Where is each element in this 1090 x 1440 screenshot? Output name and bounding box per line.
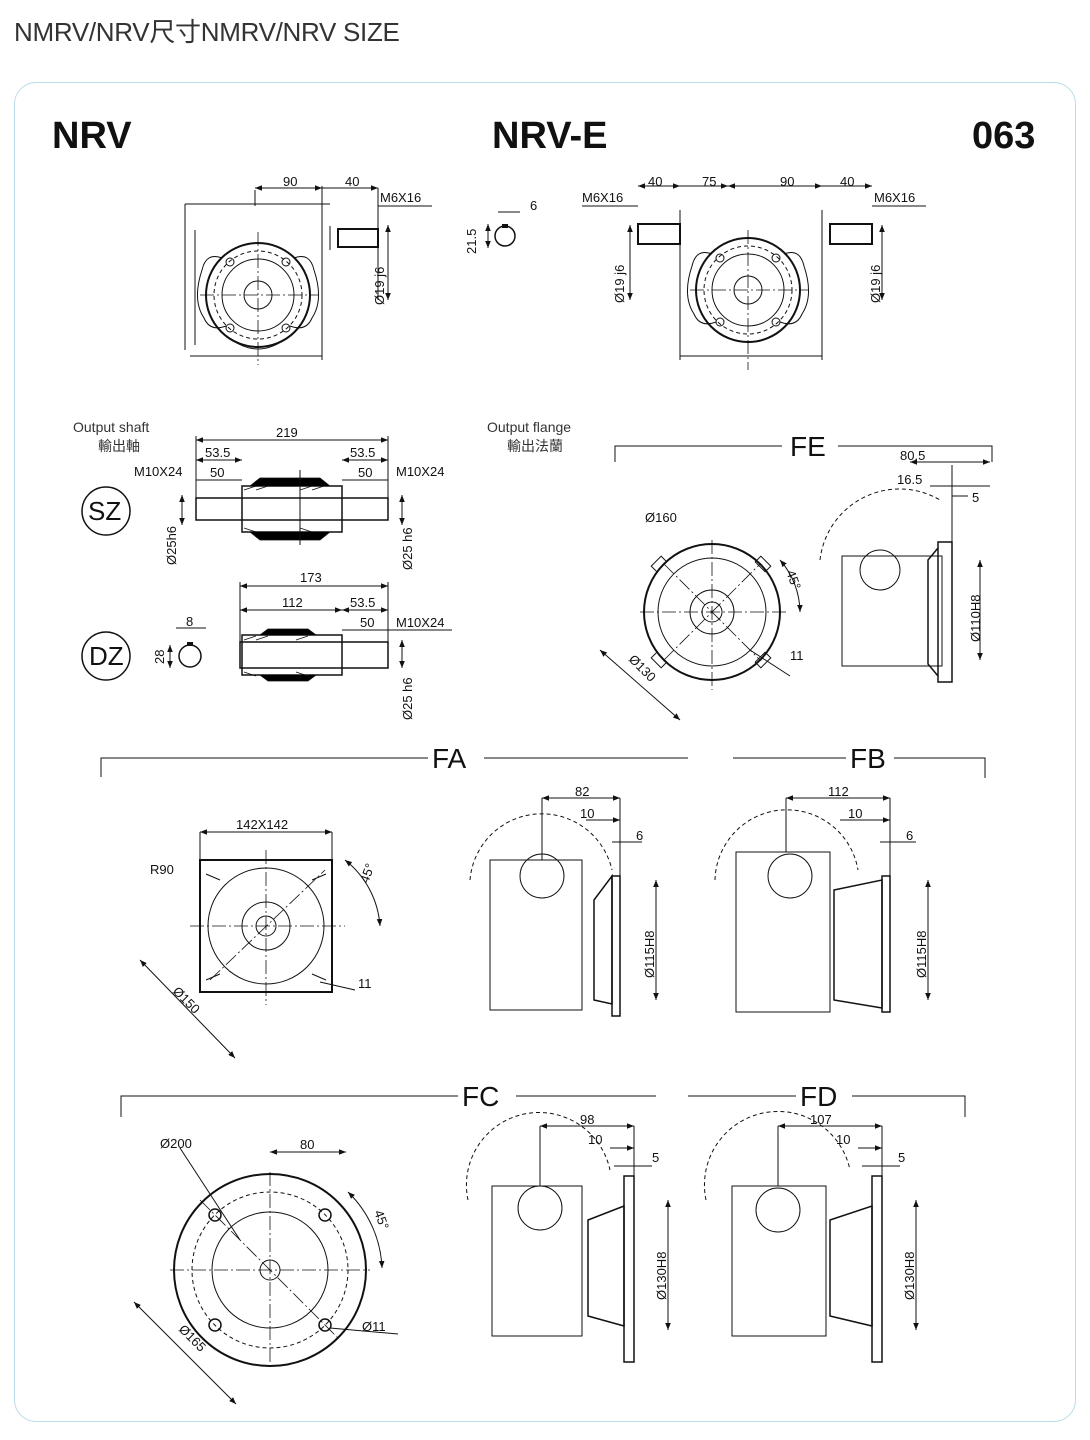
dz-label: DZ [89, 641, 124, 671]
nrve-dim-40-left: 40 [648, 174, 662, 189]
nrv-e-view: 40 75 90 40 M6X16 M6X16 Ø19 j6 Ø19 j6 [582, 174, 926, 370]
sz-thread-left: M10X24 [134, 464, 182, 479]
title-nrv: NRV [52, 115, 132, 157]
nrv-dim-40: 40 [345, 174, 359, 189]
sz-dia-left: Ø25h6 [164, 526, 179, 565]
fa-dim-82: 82 [575, 784, 589, 799]
fc-dim-98: 98 [580, 1112, 594, 1127]
nrv-thread: M6X16 [380, 190, 421, 205]
dz-key-8: 8 [186, 614, 193, 629]
fe-d130: Ø130 [626, 652, 659, 685]
fa-dim-10: 10 [580, 806, 594, 821]
fc-pcd: Ø165 [176, 1322, 209, 1355]
key-detail: 6 21.5 [464, 198, 537, 254]
fa-pilot: Ø115H8 [642, 931, 657, 978]
fa-dim-6: 6 [636, 828, 643, 843]
fc-pilot: Ø130H8 [654, 1252, 669, 1300]
fc-d200: Ø200 [160, 1136, 192, 1151]
dz-dim-112: 112 [282, 595, 303, 610]
fb-label: FB [850, 743, 886, 774]
fb-pilot: Ø115H8 [914, 931, 929, 978]
fe-pilot: Ø110H8 [968, 595, 983, 642]
drawing-card [14, 82, 1076, 1422]
fc-dim-80: 80 [300, 1137, 314, 1152]
fa-label: FA [432, 743, 467, 774]
fb-dim-6: 6 [906, 828, 913, 843]
fd-dim-107: 107 [810, 1112, 832, 1127]
fc-dim-5: 5 [652, 1150, 659, 1165]
fb-dim-112: 112 [828, 784, 849, 799]
nrve-shaft-dia-left: Ø19 j6 [612, 265, 627, 303]
nrve-dim-90: 90 [780, 174, 794, 189]
sz-shaft: SZ 219 53.5 53.5 50 50 M10X24 M10X24 Ø25… [81, 425, 444, 570]
dz-thread: M10X24 [396, 615, 444, 630]
fc-angle: 45° [371, 1208, 392, 1232]
nrve-dim-75: 75 [702, 174, 716, 189]
dz-shaft: DZ 8 28 173 112 53.5 50 M10X24 Ø25 h6 [81, 570, 452, 720]
sz-label: SZ [88, 496, 121, 526]
fa-angle: 45° [357, 861, 378, 885]
sz-dim-53-5-left: 53.5 [205, 445, 230, 460]
sz-dim-50-left: 50 [210, 465, 224, 480]
key-dim-6: 6 [530, 198, 537, 213]
fa-hole: 11 [358, 976, 372, 991]
fd-label: FD [800, 1081, 837, 1112]
sz-dim-219: 219 [276, 425, 298, 440]
fe-label: FE [790, 431, 826, 462]
fd-dim-10: 10 [836, 1132, 850, 1147]
dz-dia: Ø25 h6 [400, 677, 415, 720]
fd-dim-5: 5 [898, 1150, 905, 1165]
fb-dim-10: 10 [848, 806, 862, 821]
fc-dim-10: 10 [588, 1132, 602, 1147]
fe-dim-80-5: 80.5 [900, 448, 925, 463]
nrve-dim-40-right: 40 [840, 174, 854, 189]
output-flange-caption: Output flange [487, 419, 571, 435]
dz-dim-53-5: 53.5 [350, 595, 375, 610]
fa-flange: FA 142X142 R90 45° 11 Ø150 82 10 6 Ø11 [100, 743, 688, 1059]
nrve-thread-left: M6X16 [582, 190, 623, 205]
sz-dia-right: Ø25 h6 [400, 527, 415, 570]
fc-flange: FC Ø200 80 45° Ø11 Ø165 98 10 5 Ø130H8 [120, 1081, 671, 1405]
fa-square: 142X142 [236, 817, 288, 832]
fa-radius: R90 [150, 862, 174, 877]
output-shaft-caption: Output shaft [73, 419, 149, 435]
nrve-thread-right: M6X16 [874, 190, 915, 205]
fd-flange: FD 107 10 5 Ø130H8 [688, 1081, 966, 1363]
nrv-view: 90 40 M6X16 Ø19 j6 [184, 174, 432, 365]
sz-dim-50-right: 50 [358, 465, 372, 480]
dz-key-28: 28 [152, 650, 167, 664]
fe-dim-5: 5 [972, 490, 979, 505]
fb-flange: FB 112 10 6 Ø115H8 [714, 743, 986, 1013]
fa-pcd: Ø150 [170, 984, 203, 1017]
fe-angle: 45° [783, 568, 804, 592]
fc-label: FC [462, 1081, 499, 1112]
nrv-dim-90: 90 [283, 174, 297, 189]
dz-dim-173: 173 [300, 570, 322, 585]
fd-pilot: Ø130H8 [902, 1252, 917, 1300]
fe-hole: 11 [790, 648, 804, 663]
dz-dim-50: 50 [360, 615, 374, 630]
nrv-shaft-dia: Ø19 j6 [372, 267, 387, 305]
fe-d160: Ø160 [645, 510, 677, 525]
sz-dim-53-5-right: 53.5 [350, 445, 375, 460]
title-size-063: 063 [972, 115, 1035, 157]
page-title: NMRV/NRV尺寸NMRV/NRV SIZE [14, 17, 400, 47]
title-nrv-e: NRV-E [492, 115, 607, 157]
output-shaft-caption-cn: 輸出軸 [98, 438, 140, 454]
nrve-shaft-dia-right: Ø19 j6 [868, 265, 883, 303]
key-dim-21-5: 21.5 [464, 229, 479, 254]
fe-dim-16-5: 16.5 [897, 472, 922, 487]
fe-flange: FE Ø160 Ø130 45° 11 80.5 16.5 5 Ø110H8 [599, 431, 993, 721]
fc-hole: Ø11 [362, 1319, 386, 1334]
sz-thread-right: M10X24 [396, 464, 444, 479]
output-flange-caption-cn: 輸出法蘭 [507, 438, 563, 454]
